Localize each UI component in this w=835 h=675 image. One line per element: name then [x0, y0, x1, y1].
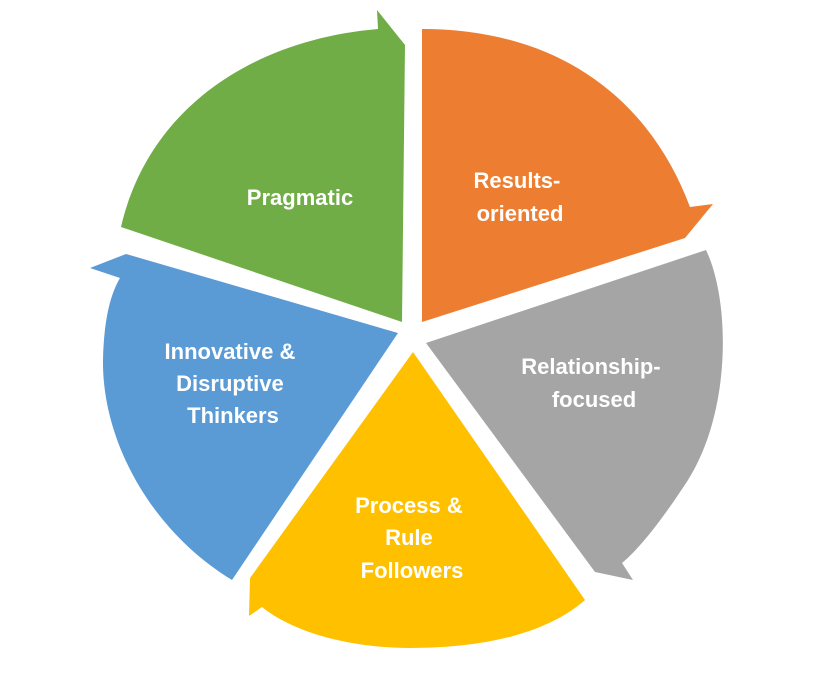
segment-process-rule-followers: Process & Rule Followers	[249, 352, 585, 648]
segment-shape-process-rule-followers	[249, 352, 585, 648]
segment-label-line: Pragmatic	[247, 185, 353, 210]
segment-shape-innovative-disruptive-thinkers	[90, 254, 398, 580]
segment-label-process-rule-followers: Process & Rule Followers	[355, 493, 469, 583]
segment-label-line: Results-	[474, 168, 561, 193]
segment-relationship-focused: Relationship- focused	[426, 250, 723, 580]
segment-pragmatic: Pragmatic	[121, 10, 405, 322]
segment-label-line: focused	[552, 387, 636, 412]
segment-results-oriented: Results- oriented	[422, 29, 713, 322]
segment-shape-results-oriented	[422, 29, 713, 322]
segment-label-line: Rule	[385, 525, 433, 550]
segment-shape-relationship-focused	[426, 250, 723, 580]
segment-label-relationship-focused: Relationship- focused	[521, 354, 666, 412]
segment-label-line: Followers	[361, 558, 464, 583]
segment-label-line: Disruptive	[176, 371, 284, 396]
segment-label-innovative-disruptive-thinkers: Innovative & Disruptive Thinkers	[165, 339, 302, 428]
segment-innovative-disruptive-thinkers: Innovative & Disruptive Thinkers	[90, 254, 398, 580]
segment-label-results-oriented: Results- oriented	[474, 168, 567, 226]
segment-label-line: Innovative &	[165, 339, 296, 364]
segment-label-line: Relationship-	[521, 354, 660, 379]
segment-label-line: oriented	[477, 201, 564, 226]
segment-label-line: Thinkers	[187, 403, 279, 428]
segment-shape-pragmatic	[121, 10, 405, 322]
segment-label-line: Process &	[355, 493, 463, 518]
segment-label-pragmatic: Pragmatic	[247, 185, 353, 210]
